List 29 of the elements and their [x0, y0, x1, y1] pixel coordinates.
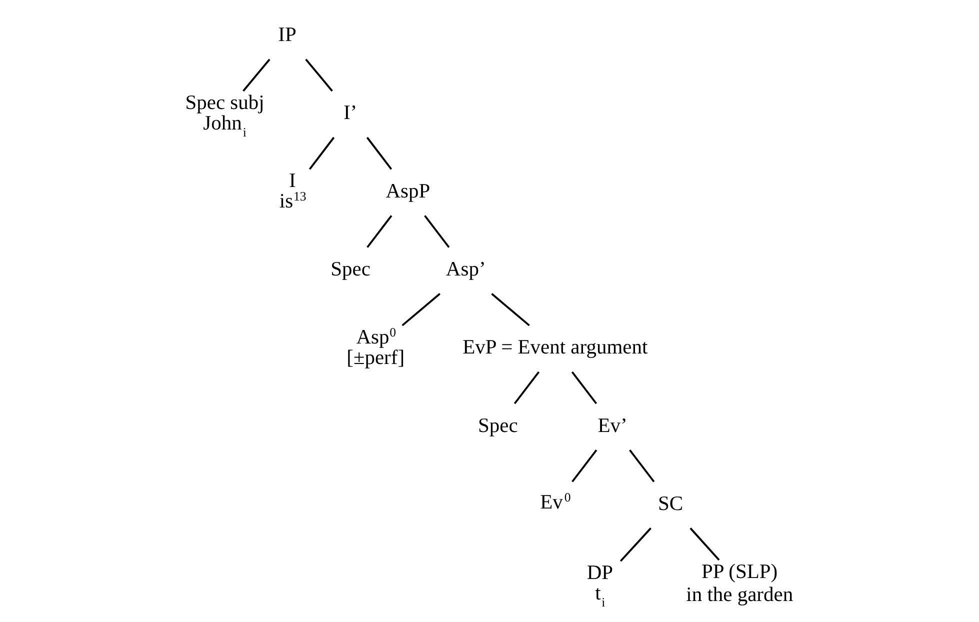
connector: [242, 58, 270, 92]
node-text: Ev$^{0}$: [540, 490, 571, 514]
connector: [571, 371, 598, 404]
node-text: SC: [658, 492, 684, 515]
connector: [305, 58, 333, 92]
node-text: PP (SLP) in the garden: [686, 560, 794, 606]
node-text: Asp’: [446, 258, 486, 281]
node-text: AspP: [386, 180, 430, 202]
node-text: Spec: [478, 414, 518, 437]
node-text: IP: [278, 24, 296, 46]
node-text: Spec subj John$_{i}$: [185, 92, 264, 140]
node-text: DP t$_{i}$: [586, 562, 614, 610]
connector: [366, 136, 392, 170]
node-text: Spec: [330, 258, 370, 281]
connector: [491, 293, 530, 326]
connector: [690, 528, 720, 561]
connector: [629, 450, 655, 482]
node-text: Asp$^{0}$ [±perf]: [346, 325, 405, 369]
node-text: EvP = Event argument: [462, 336, 648, 359]
node-text: Ev’: [598, 414, 628, 437]
connector: [308, 136, 335, 170]
connector: [366, 215, 392, 248]
connector: [620, 528, 652, 562]
connector: [424, 215, 450, 248]
node-text: I is$^{13}$: [279, 170, 306, 213]
connector: [572, 450, 598, 482]
connector: [402, 293, 440, 326]
connector: [514, 371, 540, 404]
node-text: I’: [343, 102, 358, 124]
